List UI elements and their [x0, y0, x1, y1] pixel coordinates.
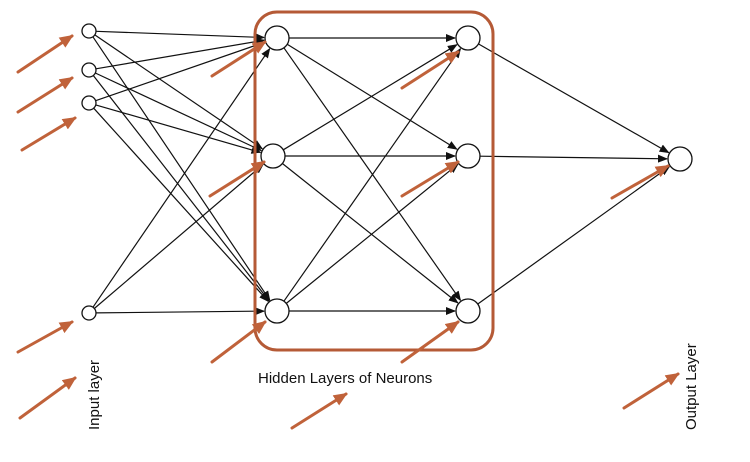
hidden1-neuron-3: [264, 298, 290, 324]
annotation-arrow-icon-11: [610, 164, 670, 200]
connection-L0-3-to-2: [95, 307, 265, 316]
connection-L0-1-to-1: [95, 72, 263, 152]
connection-L2-2-to-0: [477, 166, 671, 305]
input-neuron-4: [81, 305, 97, 321]
connection-L1-1-to-2: [282, 163, 459, 304]
annotation-arrow-icon-8: [400, 50, 460, 90]
connection-L0-3-to-0: [92, 47, 271, 308]
hidden2-neuron-1: [455, 25, 481, 51]
connection-L1-2-to-0: [283, 47, 462, 302]
connection-L0-0-to-1: [94, 34, 264, 150]
annotation-arrow-icon-13: [290, 392, 348, 430]
connection-L0-0-to-2: [92, 36, 271, 302]
input-neuron-1: [81, 23, 97, 39]
connections: [92, 30, 671, 316]
input-layer-label: Input layer: [86, 359, 103, 430]
hidden2-neuron-3: [455, 298, 481, 324]
connection-L0-2-to-2: [93, 107, 269, 303]
connection-L0-2-to-1: [95, 104, 262, 154]
annotation-arrow-icon-1: [16, 34, 74, 74]
annotation-arrow-icon-12: [18, 376, 77, 420]
connection-L0-1-to-2: [92, 75, 270, 302]
neurons: [81, 23, 693, 324]
hidden1-neuron-2: [260, 143, 286, 169]
connection-L2-1-to-0: [479, 154, 668, 163]
output-neuron-1: [667, 146, 693, 172]
annotation-arrow-icon-9: [400, 160, 460, 198]
input-neuron-2: [81, 62, 97, 78]
hidden-layers-label: Hidden Layers of Neurons: [258, 370, 433, 387]
annotation-arrow-icon-4: [16, 320, 74, 354]
connection-L1-2-to-1: [285, 163, 459, 304]
annotation-arrow-icon-6: [208, 160, 266, 198]
input-neuron-3: [81, 95, 97, 111]
hidden1-neuron-1: [264, 25, 290, 51]
connection-L1-1-to-0: [282, 44, 458, 151]
connection-L2-0-to-0: [478, 43, 670, 154]
connection-L0-1-to-0: [95, 37, 266, 70]
annotation-arrow-icon-5: [210, 40, 267, 78]
annotation-arrow-icon-14: [622, 372, 680, 410]
hidden2-neuron-2: [455, 143, 481, 169]
annotation-arrow-icon-10: [400, 320, 460, 364]
annotation-arrows: [16, 34, 680, 430]
annotation-arrow-icon-7: [210, 320, 267, 364]
connection-L0-3-to-1: [93, 163, 264, 309]
connection-L0-2-to-0: [95, 41, 266, 102]
output-layer-label: Output Layer: [683, 343, 700, 430]
annotation-arrow-icon-3: [20, 116, 77, 152]
annotation-arrow-icon-2: [16, 76, 74, 114]
hidden-layers-highlight-box: [253, 10, 495, 352]
connection-L0-0-to-0: [95, 30, 265, 42]
